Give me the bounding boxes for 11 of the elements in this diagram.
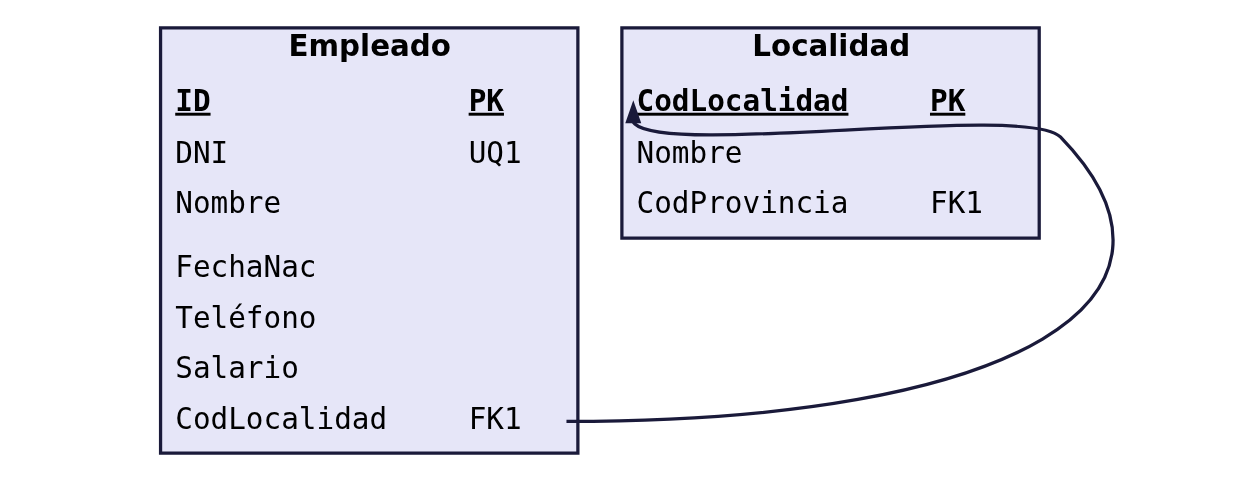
node-text: Salario [174,351,299,386]
node-text: CodLocalidad FK1 [174,401,522,436]
node-text: Nombre [636,135,743,170]
node-text: Nombre [174,186,281,221]
node-text: FechaNac [174,250,316,285]
arrow [565,100,1114,424]
node-text: ID PK [174,83,504,118]
node-text: CodProvincia FK1 [636,186,983,221]
node-text: Teléfono [174,300,316,335]
node-text: DNI UQ1 [174,135,522,170]
node-text: CodLocalidad PK [636,83,965,118]
